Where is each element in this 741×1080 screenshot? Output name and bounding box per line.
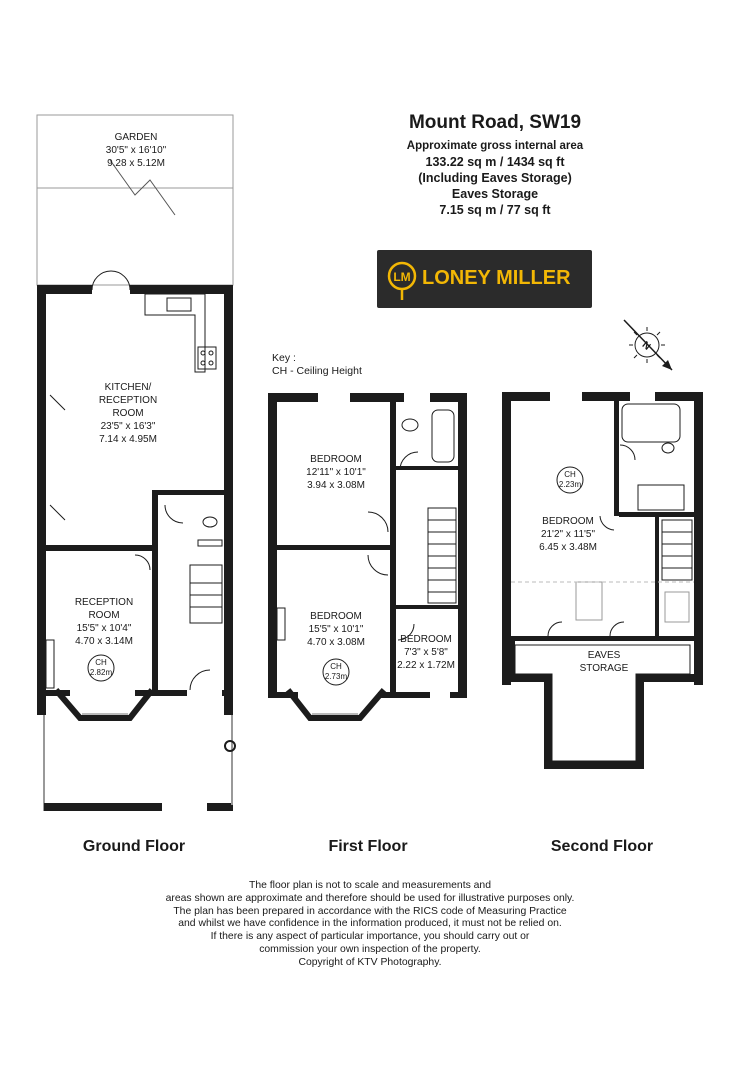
key-legend: Key : CH - Ceiling Height	[272, 352, 362, 378]
ground-floor-title: Ground Floor	[82, 838, 186, 855]
ceiling-height-marker	[556, 466, 584, 494]
kitchen-worktop	[144, 293, 206, 373]
ground-stairs	[189, 564, 223, 624]
fireplace-icon	[276, 607, 286, 641]
first-floor-title: First Floor	[328, 838, 408, 855]
second-bedroom-ch-label: CH	[564, 470, 576, 479]
header: Mount Road, SW19 Approximate gross inter…	[360, 112, 630, 217]
disclaimer: The floor plan is not to scale and measu…	[120, 880, 620, 970]
disclaimer-line: commission your own inspection of the pr…	[259, 943, 481, 955]
svg-text:LM: LM	[393, 270, 410, 284]
reception-name-1: RECEPTION	[75, 597, 133, 608]
reception-name-2: ROOM	[88, 610, 119, 621]
bath-icon	[431, 409, 455, 463]
first-bedroom-a-metric: 3.94 x 3.08M	[307, 480, 365, 491]
kitchen-metric: 7.14 x 4.95M	[99, 434, 157, 445]
garden-metric: 9.28 x 5.12M	[107, 158, 165, 169]
compass-letter: N	[640, 340, 653, 353]
first-bedroom-b-imperial: 15'5" x 10'1"	[309, 624, 364, 635]
logo-mark-icon: LM LONEY MILLER	[387, 261, 571, 300]
second-floor-walls	[502, 392, 703, 685]
reception-imperial: 15'5" x 10'4"	[77, 623, 132, 634]
meter-icon	[224, 740, 236, 752]
floor-plan-drawing: GARDEN 30'5" x 16'10" 9.28 x 5.12M KITCH…	[36, 114, 703, 811]
ground-floor-walls	[37, 285, 233, 715]
ceiling-height-marker	[322, 658, 350, 686]
area-value: 133.22 sq m / 1434 sq ft	[425, 155, 565, 169]
property-title: Mount Road, SW19	[408, 112, 582, 133]
compass-icon: N	[623, 319, 673, 371]
second-floor-plan: CH 2.23m BEDROOM 21'2" x 11'5" 6.45 x 3.…	[502, 392, 703, 769]
first-floor-plan: BEDROOM 12'11" x 10'1" 3.94 x 3.08M BEDR…	[268, 393, 467, 721]
eaves-value: 7.15 sq m / 77 sq ft	[439, 203, 551, 217]
rooflight-icon	[575, 581, 603, 621]
first-bedroom-b-ch-label: CH	[330, 662, 342, 671]
second-wc-icon	[661, 442, 675, 454]
french-doors	[91, 270, 131, 291]
kitchen-name-3: ROOM	[112, 408, 143, 419]
first-bedroom-b-metric: 4.70 x 3.08M	[307, 637, 365, 648]
kitchen-name-2: RECEPTION	[99, 395, 157, 406]
bay-window	[53, 688, 155, 721]
area-label: Approximate gross internal area	[406, 140, 584, 152]
loney-miller-logo: LM LONEY MILLER	[377, 250, 592, 308]
eaves-label: Eaves Storage	[451, 187, 539, 201]
reception-metric: 4.70 x 3.14M	[75, 636, 133, 647]
second-bedroom-metric: 6.45 x 3.48M	[539, 542, 597, 553]
svg-text:LONEY MILLER: LONEY MILLER	[422, 267, 571, 289]
first-floor-walls	[268, 393, 467, 698]
key-ceiling-height: CH - Ceiling Height	[272, 365, 362, 377]
first-bedroom-a-name: BEDROOM	[310, 454, 362, 465]
disclaimer-line: areas shown are approximate and therefor…	[165, 892, 575, 904]
disclaimer-line: Copyright of KTV Photography.	[298, 956, 442, 968]
eaves-name-2: STORAGE	[580, 663, 629, 674]
basin-icon	[401, 418, 419, 432]
second-bedroom-name: BEDROOM	[542, 516, 594, 527]
kitchen-imperial: 23'5" x 16'3"	[101, 421, 156, 432]
rooflight-icon	[664, 591, 690, 623]
first-bedroom-c-name: BEDROOM	[400, 634, 452, 645]
reception-ch-value: 2.82m	[90, 668, 113, 677]
disclaimer-line: The plan has been prepared in accordance…	[173, 905, 567, 917]
disclaimer-line: If there is any aspect of particular imp…	[210, 931, 530, 943]
first-floor-stairs	[427, 507, 457, 604]
wc-icon	[202, 516, 218, 528]
second-floor-title: Second Floor	[550, 838, 654, 855]
second-bedroom-imperial: 21'2" x 11'5"	[541, 529, 596, 540]
first-bedroom-b-name: BEDROOM	[310, 611, 362, 622]
second-bedroom-ch-value: 2.23m	[559, 480, 582, 489]
ceiling-height-marker	[87, 654, 115, 682]
shower-icon	[637, 484, 685, 511]
disclaimer-line: The floor plan is not to scale and measu…	[248, 880, 491, 891]
ground-floor-plan: GARDEN 30'5" x 16'10" 9.28 x 5.12M KITCH…	[36, 114, 236, 811]
second-bath-icon	[621, 403, 681, 443]
eaves-name-1: EAVES	[588, 650, 621, 661]
key-title: Key :	[272, 352, 296, 364]
second-floor-stairs	[661, 519, 693, 581]
kitchen-name-1: KITCHEN/	[105, 382, 152, 393]
area-note: (Including Eaves Storage)	[418, 171, 572, 185]
garden-imperial: 30'5" x 16'10"	[106, 145, 167, 156]
first-bedroom-c-imperial: 7'3" x 5'8"	[404, 647, 448, 658]
disclaimer-line: and whilst we have confidence in the inf…	[178, 918, 562, 930]
first-bedroom-b-ch-value: 2.73m	[325, 672, 348, 681]
hob-icon	[197, 346, 217, 370]
reception-ch-label: CH	[95, 658, 107, 667]
garden-name: GARDEN	[115, 132, 158, 143]
first-bedroom-c-metric: 2.22 x 1.72M	[397, 660, 455, 671]
sink-icon	[166, 297, 192, 312]
eaves-outline	[507, 641, 694, 769]
garden-break-icon	[109, 159, 176, 216]
first-bedroom-a-imperial: 12'11" x 10'1"	[306, 467, 366, 478]
